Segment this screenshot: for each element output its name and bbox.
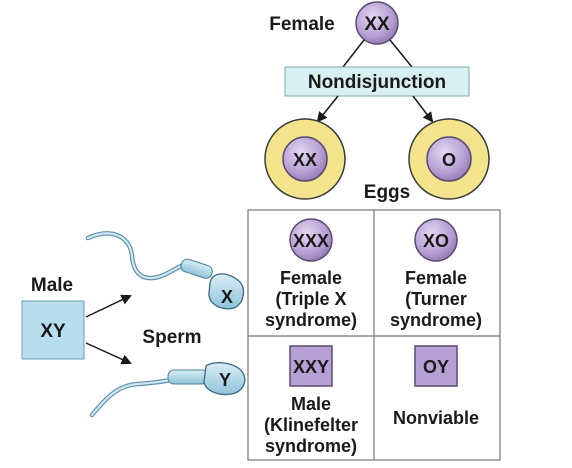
offspring-xxy-cell bbox=[289, 345, 333, 387]
nondisjunction-label: Nondisjunction bbox=[308, 72, 446, 93]
female-cell bbox=[355, 1, 399, 45]
offspring-xxy-line2: (Klinefelter bbox=[264, 415, 358, 435]
female-line-right bbox=[389, 39, 413, 68]
offspring-xo-line1: Female bbox=[405, 268, 467, 288]
offspring-oy-genotype: OY bbox=[423, 357, 449, 377]
offspring-xxy-line3: syndrome) bbox=[265, 436, 357, 456]
sperm-x bbox=[85, 231, 245, 310]
female-label: Female bbox=[269, 14, 334, 35]
sperm-y bbox=[89, 362, 246, 418]
sperm-x-genotype: X bbox=[221, 287, 233, 307]
egg-right-nucleus bbox=[426, 136, 472, 182]
female-genotype: XX bbox=[364, 14, 390, 35]
offspring-xxy-line1: Male bbox=[291, 394, 331, 414]
offspring-xxx-line1: Female bbox=[280, 268, 342, 288]
nondisjunction-box bbox=[284, 66, 470, 97]
offspring-xo-line2: (Turner bbox=[405, 289, 467, 309]
arrow-to-egg-left bbox=[316, 95, 339, 123]
offspring-xxx-line2: (Triple X bbox=[275, 289, 346, 309]
offspring-oy-line1: Nonviable bbox=[393, 408, 479, 428]
offspring-xo-line3: syndrome) bbox=[390, 310, 482, 330]
arrow-to-sperm-y bbox=[85, 342, 132, 365]
offspring-xxy-genotype: XXY bbox=[293, 357, 329, 377]
offspring-grid bbox=[247, 209, 501, 461]
egg-right-genotype: O bbox=[442, 150, 456, 170]
offspring-xxx-line3: syndrome) bbox=[265, 310, 357, 330]
male-box bbox=[21, 300, 85, 360]
offspring-xxx-cell bbox=[289, 218, 333, 262]
offspring-xo-cell bbox=[414, 218, 458, 262]
sperm-y-genotype: Y bbox=[219, 370, 231, 390]
male-label: Male bbox=[31, 275, 73, 296]
offspring-xo-genotype: XO bbox=[423, 231, 449, 251]
arrow-to-sperm-x bbox=[85, 294, 132, 318]
eggs-label: Eggs bbox=[364, 182, 410, 203]
offspring-oy-cell bbox=[414, 345, 458, 387]
offspring-xxx-genotype: XXX bbox=[293, 231, 329, 251]
egg-left-nucleus bbox=[282, 136, 328, 182]
female-line-left bbox=[342, 39, 365, 68]
egg-left-genotype: XX bbox=[293, 150, 317, 170]
sperm-label: Sperm bbox=[142, 327, 201, 348]
arrow-to-egg-right bbox=[412, 95, 434, 123]
male-genotype: XY bbox=[40, 321, 66, 342]
